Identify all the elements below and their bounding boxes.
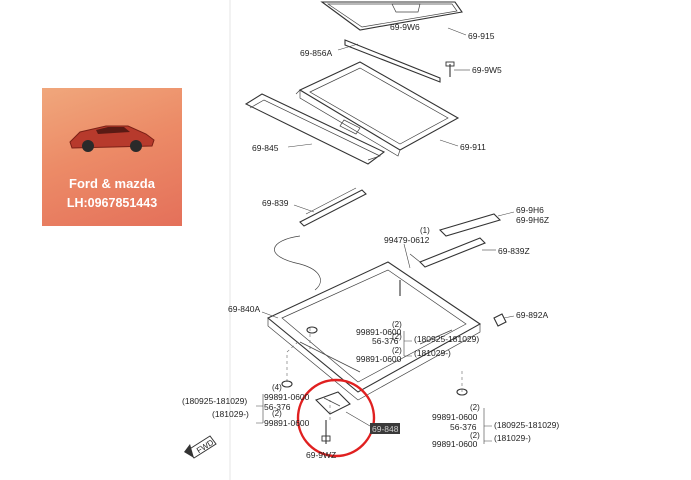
label-56-376-a: 56-376: [372, 336, 399, 346]
label-99891-0600-b: 99891-0600: [356, 354, 402, 364]
drain-tube: [274, 235, 321, 291]
label-69-845: 69-845: [252, 143, 279, 153]
guide-rail-right-part: [409, 213, 502, 268]
label-qty-2d: (2): [272, 409, 282, 418]
clip-892a-part: [493, 313, 507, 327]
label-qty-2c: (2): [392, 346, 402, 355]
washer-center: [306, 326, 318, 334]
motor-part: [315, 391, 351, 444]
label-69-848-highlight: 69-848: [372, 424, 399, 434]
guide-rail-left-part: [299, 187, 367, 227]
label-date-c1: (180925-181029): [494, 420, 559, 430]
label-69-911: 69-911: [460, 142, 486, 152]
brand-card: Ford & mazda LH:0967851443: [42, 88, 182, 226]
label-56-376-c: 56-376: [450, 422, 477, 432]
label-qty-1: (1): [420, 226, 430, 235]
brand-phone: LH:0967851443: [66, 196, 158, 210]
label-56-376-b: 56-376: [264, 402, 291, 412]
label-qty-4: (4): [272, 383, 282, 392]
deflector-strip: [344, 39, 441, 83]
sunshade-part: [244, 93, 386, 165]
label-69-839: 69-839: [262, 198, 289, 208]
label-99891-0600-d: 99891-0600: [264, 418, 310, 428]
inner-frame-part: [295, 61, 460, 157]
label-69-9w6: 69-9W6: [390, 22, 420, 32]
label-69-915: 69-915: [468, 31, 495, 41]
fwd-arrow-icon: [184, 435, 217, 459]
label-99891-0600-a: 99891-0600: [356, 327, 402, 337]
label-99891-0600-c: 99891-0600: [264, 392, 310, 402]
washer-right: [456, 388, 468, 396]
label-69-856a: 69-856A: [300, 48, 332, 58]
label-99891-0600-e: 99891-0600: [432, 412, 478, 422]
label-qty-2e: (2): [470, 403, 480, 412]
label-69-840a: 69-840A: [228, 304, 260, 314]
brand-name: Ford & mazda: [69, 176, 155, 191]
label-69-9wz: 69-9WZ: [306, 450, 336, 460]
label-qty-2f: (2): [470, 431, 480, 440]
label-date-a2: (181029-): [414, 348, 451, 358]
sports-car-icon: [69, 125, 155, 152]
label-69-9h6z: 69-9H6Z: [516, 215, 549, 225]
highlight-label-box: [370, 423, 400, 434]
label-date-a1: (180925-181029): [414, 334, 479, 344]
glass-panel-part: [320, 1, 463, 31]
label-date-c2: (181029-): [494, 433, 531, 443]
label-69-892a: 69-892A: [516, 310, 548, 320]
label-69-9h6: 69-9H6: [516, 205, 544, 215]
label-69-839z: 69-839Z: [498, 246, 530, 256]
washer-left: [281, 380, 293, 388]
label-qty-2a: (2): [392, 320, 402, 329]
label-99891-0600-f: 99891-0600: [432, 439, 478, 449]
label-69-9w5: 69-9W5: [472, 65, 502, 75]
highlight-circle: [296, 378, 376, 458]
label-date-b2: (181029-): [212, 409, 249, 419]
label-date-b1: (180925-181029): [182, 396, 247, 406]
label-99479-0612: 99479-0612: [384, 235, 430, 245]
main-housing-part: [266, 261, 482, 401]
screw-9w5-part: [445, 61, 455, 77]
label-fwd: FWD: [195, 438, 215, 455]
label-qty-2b: (2): [392, 332, 402, 341]
